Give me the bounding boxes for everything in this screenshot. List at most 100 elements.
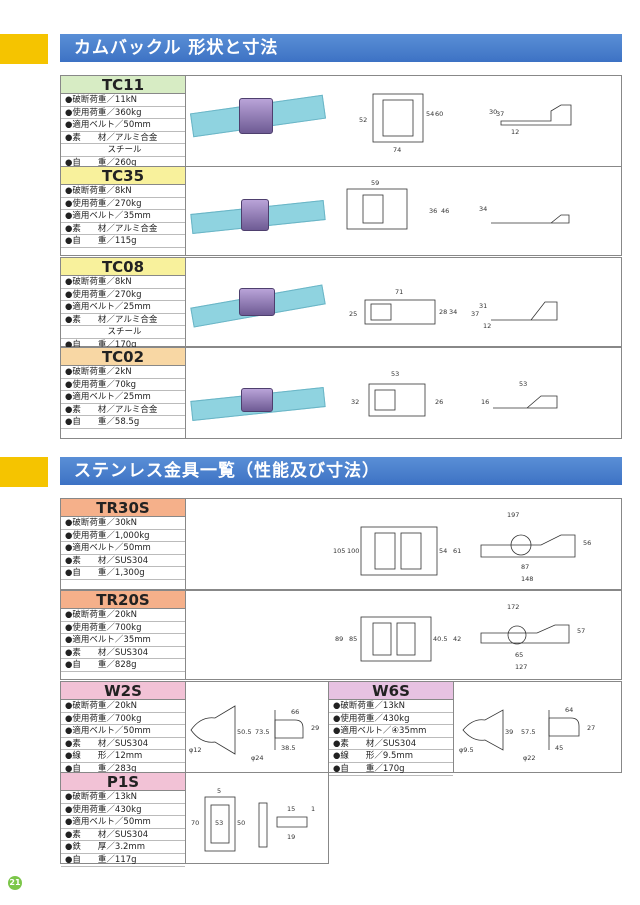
svg-text:87: 87 bbox=[521, 563, 529, 571]
svg-text:38.5: 38.5 bbox=[281, 744, 295, 752]
spec-list: ●破断荷重／2kN●使用荷重／70kg●適用ベルト／25mm●素 材／アルミ合金… bbox=[61, 366, 185, 429]
section-title-stainless: ステンレス金具一覧（性能及び寸法） bbox=[60, 457, 622, 485]
svg-text:28: 28 bbox=[439, 308, 447, 316]
svg-text:27: 27 bbox=[587, 724, 595, 732]
spec-list: ●破断荷重／30kN●使用荷重／1,000kg●適用ベルト／50mm●素 材／S… bbox=[61, 517, 185, 580]
dimension-drawing: 53 32 26 53 16 bbox=[351, 370, 558, 417]
svg-text:74: 74 bbox=[393, 146, 401, 154]
svg-text:25: 25 bbox=[349, 310, 357, 318]
svg-text:36: 36 bbox=[429, 207, 437, 215]
svg-text:34: 34 bbox=[479, 205, 487, 213]
svg-text:φ9.5: φ9.5 bbox=[459, 746, 474, 754]
svg-text:40.5: 40.5 bbox=[433, 635, 447, 643]
buckle-image bbox=[239, 98, 273, 134]
svg-text:26: 26 bbox=[435, 398, 443, 406]
product-tc11: TC11 ●破断荷重／11kN●使用荷重／360kg●適用ベルト／50mm●素 … bbox=[60, 75, 622, 170]
product-name: TR20S bbox=[61, 591, 185, 609]
product-name: W2S bbox=[61, 682, 185, 700]
svg-text:32: 32 bbox=[351, 398, 359, 406]
svg-text:66: 66 bbox=[291, 708, 299, 716]
buckle-image bbox=[241, 388, 273, 412]
svg-text:30: 30 bbox=[489, 108, 497, 116]
buckle-image bbox=[241, 199, 269, 231]
svg-text:53: 53 bbox=[519, 380, 527, 388]
svg-text:56: 56 bbox=[583, 539, 591, 547]
spec-list: ●破断荷重／20kN●使用荷重／700kg●適用ベルト／50mm●素 材／SUS… bbox=[61, 700, 185, 776]
product-name: P1S bbox=[61, 773, 185, 791]
svg-text:42: 42 bbox=[453, 635, 461, 643]
svg-text:φ22: φ22 bbox=[523, 754, 536, 762]
svg-text:37: 37 bbox=[496, 110, 504, 118]
svg-text:172: 172 bbox=[507, 603, 519, 611]
svg-text:89: 89 bbox=[335, 635, 343, 643]
svg-text:52: 52 bbox=[359, 116, 367, 124]
dimension-drawing: 59 36 46 34 bbox=[346, 179, 570, 230]
svg-text:34: 34 bbox=[449, 308, 457, 316]
product-name: TC11 bbox=[61, 76, 185, 94]
product-tc08: TC08 ●破断荷重／8kN●使用荷重／270kg●適用ベルト／25mm●素 材… bbox=[60, 257, 622, 352]
svg-text:5: 5 bbox=[217, 787, 221, 795]
svg-text:73.5: 73.5 bbox=[255, 728, 269, 736]
dimension-drawing: φ9.5 39 57.5 φ22 45 64 27 bbox=[459, 706, 595, 762]
product-w6s: W6S ●破断荷重／13kN●使用荷重／430kg●適用ベルト／④35mm●素 … bbox=[328, 681, 622, 776]
svg-text:60: 60 bbox=[435, 110, 443, 118]
spec-list: ●破断荷重／13kN●使用荷重／430kg●適用ベルト／50mm●素 材／SUS… bbox=[61, 791, 185, 867]
product-tr30s: TR30S ●破断荷重／30kN●使用荷重／1,000kg●適用ベルト／50mm… bbox=[60, 498, 622, 590]
svg-text:127: 127 bbox=[515, 663, 527, 671]
product-name: TR30S bbox=[61, 499, 185, 517]
svg-text:46: 46 bbox=[441, 207, 449, 215]
svg-text:50: 50 bbox=[237, 819, 245, 827]
spec-list: ●破断荷重／13kN●使用荷重／430kg●適用ベルト／④35mm●素 材／SU… bbox=[329, 700, 453, 776]
svg-text:31: 31 bbox=[479, 302, 487, 310]
svg-text:53: 53 bbox=[215, 819, 223, 827]
svg-text:15: 15 bbox=[287, 805, 295, 813]
svg-text:19: 19 bbox=[287, 833, 295, 841]
svg-text:54: 54 bbox=[426, 110, 434, 118]
svg-text:71: 71 bbox=[395, 288, 403, 296]
svg-text:29: 29 bbox=[311, 724, 319, 732]
svg-text:105: 105 bbox=[333, 547, 345, 555]
svg-text:85: 85 bbox=[349, 635, 357, 643]
product-name: TC08 bbox=[61, 258, 185, 276]
svg-text:1: 1 bbox=[311, 805, 315, 813]
svg-text:37: 37 bbox=[471, 310, 479, 318]
svg-text:φ24: φ24 bbox=[251, 754, 264, 762]
page-number: 21 bbox=[8, 876, 22, 890]
spec-list: ●破断荷重／20kN●使用荷重／700kg●適用ベルト／35mm●素 材／SUS… bbox=[61, 609, 185, 672]
svg-text:64: 64 bbox=[565, 706, 573, 714]
svg-text:16: 16 bbox=[481, 398, 489, 406]
product-tr20s: TR20S ●破断荷重／20kN●使用荷重／700kg●適用ベルト／35mm●素… bbox=[60, 590, 622, 680]
svg-text:39: 39 bbox=[505, 728, 513, 736]
svg-text:61: 61 bbox=[453, 547, 461, 555]
section-marker bbox=[0, 34, 48, 64]
product-tc02: TC02 ●破断荷重／2kN●使用荷重／70kg●適用ベルト／25mm●素 材／… bbox=[60, 347, 622, 439]
svg-text:12: 12 bbox=[511, 128, 519, 136]
product-tc35: TC35 ●破断荷重／8kN●使用荷重／270kg●適用ベルト／35mm●素 材… bbox=[60, 166, 622, 256]
svg-text:148: 148 bbox=[521, 575, 533, 583]
svg-text:100: 100 bbox=[347, 547, 359, 555]
product-name: TC35 bbox=[61, 167, 185, 185]
product-name: TC02 bbox=[61, 348, 185, 366]
svg-text:57: 57 bbox=[577, 627, 585, 635]
spec-list: ●破断荷重／8kN●使用荷重／270kg●適用ベルト／25mm●素 材／アルミ合… bbox=[61, 276, 185, 352]
product-name: W6S bbox=[329, 682, 453, 700]
svg-text:54: 54 bbox=[439, 547, 447, 555]
section-title-cam-buckle: カムバックル 形状と寸法 bbox=[60, 34, 622, 62]
dimension-drawing: φ12 50.5 73.5 φ24 38.5 66 29 bbox=[189, 705, 319, 762]
svg-text:59: 59 bbox=[371, 179, 379, 187]
svg-text:φ12: φ12 bbox=[189, 746, 202, 754]
svg-text:45: 45 bbox=[555, 744, 563, 752]
svg-text:65: 65 bbox=[515, 651, 523, 659]
spec-list: ●破断荷重／11kN●使用荷重／360kg●適用ベルト／50mm●素 材／アルミ… bbox=[61, 94, 185, 170]
svg-text:57.5: 57.5 bbox=[521, 728, 535, 736]
svg-text:197: 197 bbox=[507, 511, 519, 519]
product-p1s: P1S ●破断荷重／13kN●使用荷重／430kg●適用ベルト／50mm●素 材… bbox=[60, 772, 329, 867]
svg-text:53: 53 bbox=[391, 370, 399, 378]
svg-text:50.5: 50.5 bbox=[237, 728, 251, 736]
product-w2s: W2S ●破断荷重／20kN●使用荷重／700kg●適用ベルト／50mm●素 材… bbox=[60, 681, 329, 776]
svg-text:12: 12 bbox=[483, 322, 491, 330]
spec-list: ●破断荷重／8kN●使用荷重／270kg●適用ベルト／35mm●素 材／アルミ合… bbox=[61, 185, 185, 248]
